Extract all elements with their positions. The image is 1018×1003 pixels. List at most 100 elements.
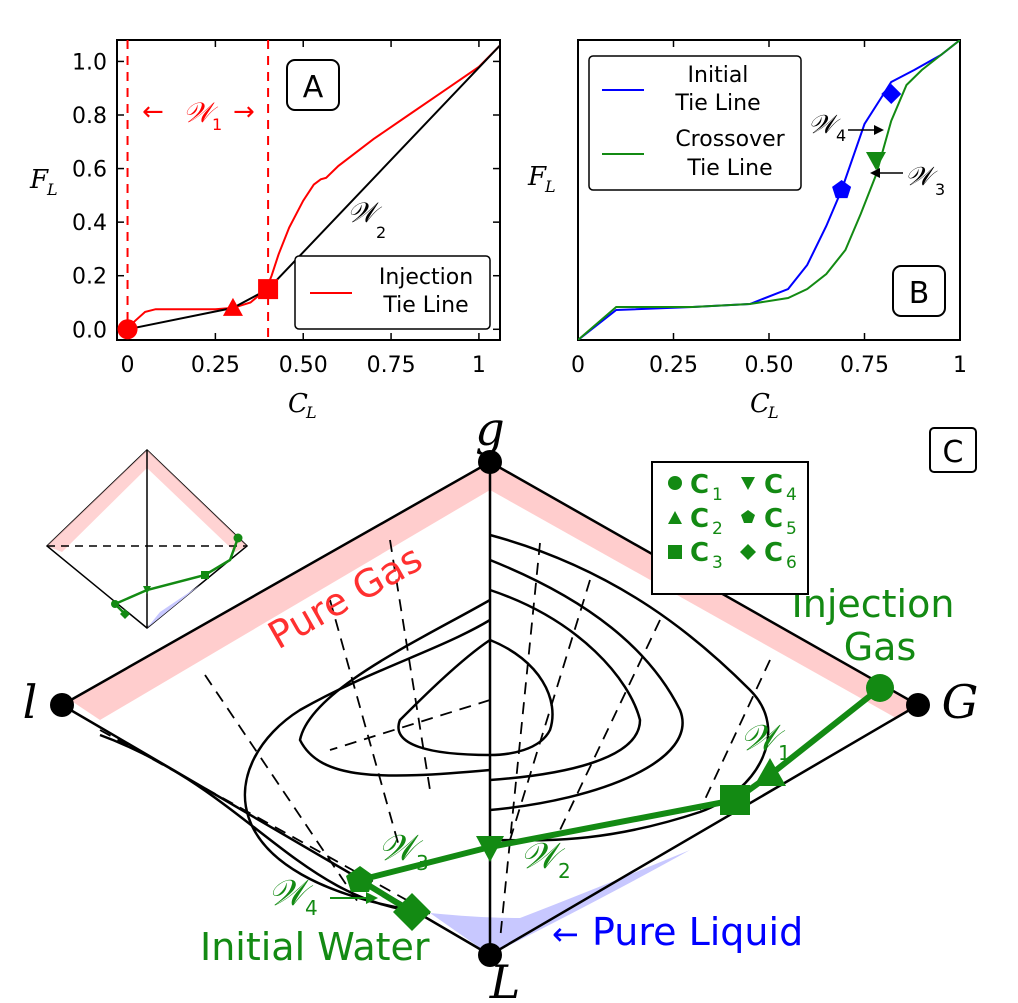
vertex-l (50, 693, 74, 717)
panel-c-label: C (943, 435, 964, 470)
x-tick-label: 1 (472, 353, 486, 378)
vertex-l-label: l (23, 675, 38, 729)
y-tick-label: 0.8 (72, 104, 107, 129)
y-tick-label: 0.2 (72, 265, 107, 290)
binodal-right-core (489, 638, 554, 757)
binodal-right-middle (489, 558, 684, 812)
legend-c6-label: C (764, 538, 783, 568)
inset-point (111, 600, 119, 608)
tie-line (559, 619, 661, 831)
panel-a-ylabel-sub: L (46, 180, 58, 199)
panel-b-legend-initial-line1: Initial (688, 63, 749, 88)
legend-c4-label: C (764, 470, 783, 500)
panel-a-label-box (286, 59, 340, 111)
panel-c-w3-subscript: 3 (416, 851, 429, 875)
panel-b-label-box (892, 265, 946, 317)
tie-line (499, 542, 541, 941)
panel-a-w1-right-arrow: → (233, 97, 255, 127)
tie-line (699, 659, 771, 811)
panel-c-w2-subscript: 2 (558, 859, 571, 883)
panel-b-ylabel-sub: L (544, 177, 556, 196)
pure-liquid-label: Pure Liquid (592, 910, 803, 954)
panel-b-legend-crossover-line2: Tie Line (686, 156, 772, 181)
panel-a-markers (117, 279, 279, 340)
data-marker-triangle-down (865, 152, 886, 170)
x-tick-label: 0.25 (191, 353, 240, 378)
inset-point (143, 586, 151, 594)
legend-c3-marker (668, 545, 682, 559)
panel-a-w1-subscript: 1 (212, 115, 222, 134)
point-c2 (754, 758, 786, 786)
inset-pure-gas-band (47, 450, 247, 552)
vertex-g (478, 450, 502, 474)
data-marker-circle (117, 319, 138, 340)
panel-b-legend-crossover-line1: Crossover (675, 127, 785, 152)
vertex-G-label: G (942, 675, 979, 729)
injection-label: Injection (792, 582, 955, 626)
legend-c6-marker (740, 544, 756, 560)
legend-c5-label: C (764, 504, 783, 534)
x-tick-label: 0.25 (649, 353, 698, 378)
panel-a-plot-area (126, 40, 500, 340)
panel-b-w3-arrowhead (870, 168, 880, 178)
binodal-right-outer (489, 533, 770, 842)
x-tick-label: 0.50 (279, 353, 328, 378)
panel-a-w1-left-arrow: ← (142, 97, 164, 127)
x-tick-label: 0.75 (367, 353, 416, 378)
panel-b-label: B (909, 276, 930, 311)
panel-a-w2-subscript: 2 (376, 223, 386, 242)
inset-diagram (45, 448, 249, 629)
vertex-g-label: g (475, 402, 504, 456)
pure-liquid-arrow: ← (552, 915, 579, 953)
vertex-G (906, 693, 930, 717)
panel-b-w4-arrowhead (874, 125, 884, 135)
panel-c-legend (651, 461, 809, 595)
x-tick-label: 0.75 (840, 353, 889, 378)
panel-b-ylabel: F (527, 162, 547, 192)
data-marker-square (258, 279, 279, 300)
point-c1 (866, 674, 894, 702)
legend-c2-label: C (690, 504, 709, 534)
panel-a-legend (294, 255, 491, 330)
point-c3 (720, 785, 750, 815)
panel-a-axes-frame (116, 39, 501, 341)
y-tick-label: 1.0 (72, 50, 107, 75)
inset-pure-liquid-region (147, 585, 200, 628)
tie-line (204, 674, 361, 906)
panel-c-label-box (929, 427, 977, 473)
legend-c5-marker (741, 510, 755, 523)
panel-c-w1-subscript: 1 (778, 741, 791, 765)
legend-c2-sub: 2 (712, 519, 723, 539)
panel-a-xlabel-sub: L (305, 403, 317, 422)
panel-b-w4-subscript: 4 (836, 126, 846, 145)
vertex-L-label: L (489, 955, 521, 1003)
legend-c5-sub: 5 (786, 519, 797, 539)
pure-liquid-region (430, 850, 690, 955)
binodal-left-outer (99, 618, 491, 915)
data-marker-diamond (881, 84, 902, 104)
tie-lines (99, 539, 771, 941)
inset-point (233, 533, 243, 543)
panel-c: g l G L Pure Gas ← Pure Liquid Injection… (23, 402, 979, 1003)
panel-a-legend-line1: Injection (379, 265, 473, 290)
panel-c-w4-subscript: 4 (305, 896, 318, 920)
panel-b-plot-area (578, 40, 960, 340)
tie-line (99, 729, 431, 914)
panel-c-w4-arrowhead (366, 892, 378, 904)
legend-c3-sub: 3 (712, 553, 723, 573)
point-c6 (393, 893, 431, 931)
legend-c3-label: C (690, 538, 709, 568)
series-line (126, 44, 500, 330)
x-tick-label: 0 (121, 353, 135, 378)
tie-line (389, 539, 431, 791)
legend-c2-marker (668, 511, 682, 524)
point-c4 (476, 836, 504, 862)
panel-a-y-ticks: 0.00.20.40.60.81.0 (72, 50, 500, 343)
panel-b-w3-symbol: 𝒲 (905, 162, 938, 192)
legend-c4-marker (741, 477, 755, 490)
binodal-left-inner (397, 638, 491, 757)
y-tick-label: 0.4 (72, 211, 107, 236)
